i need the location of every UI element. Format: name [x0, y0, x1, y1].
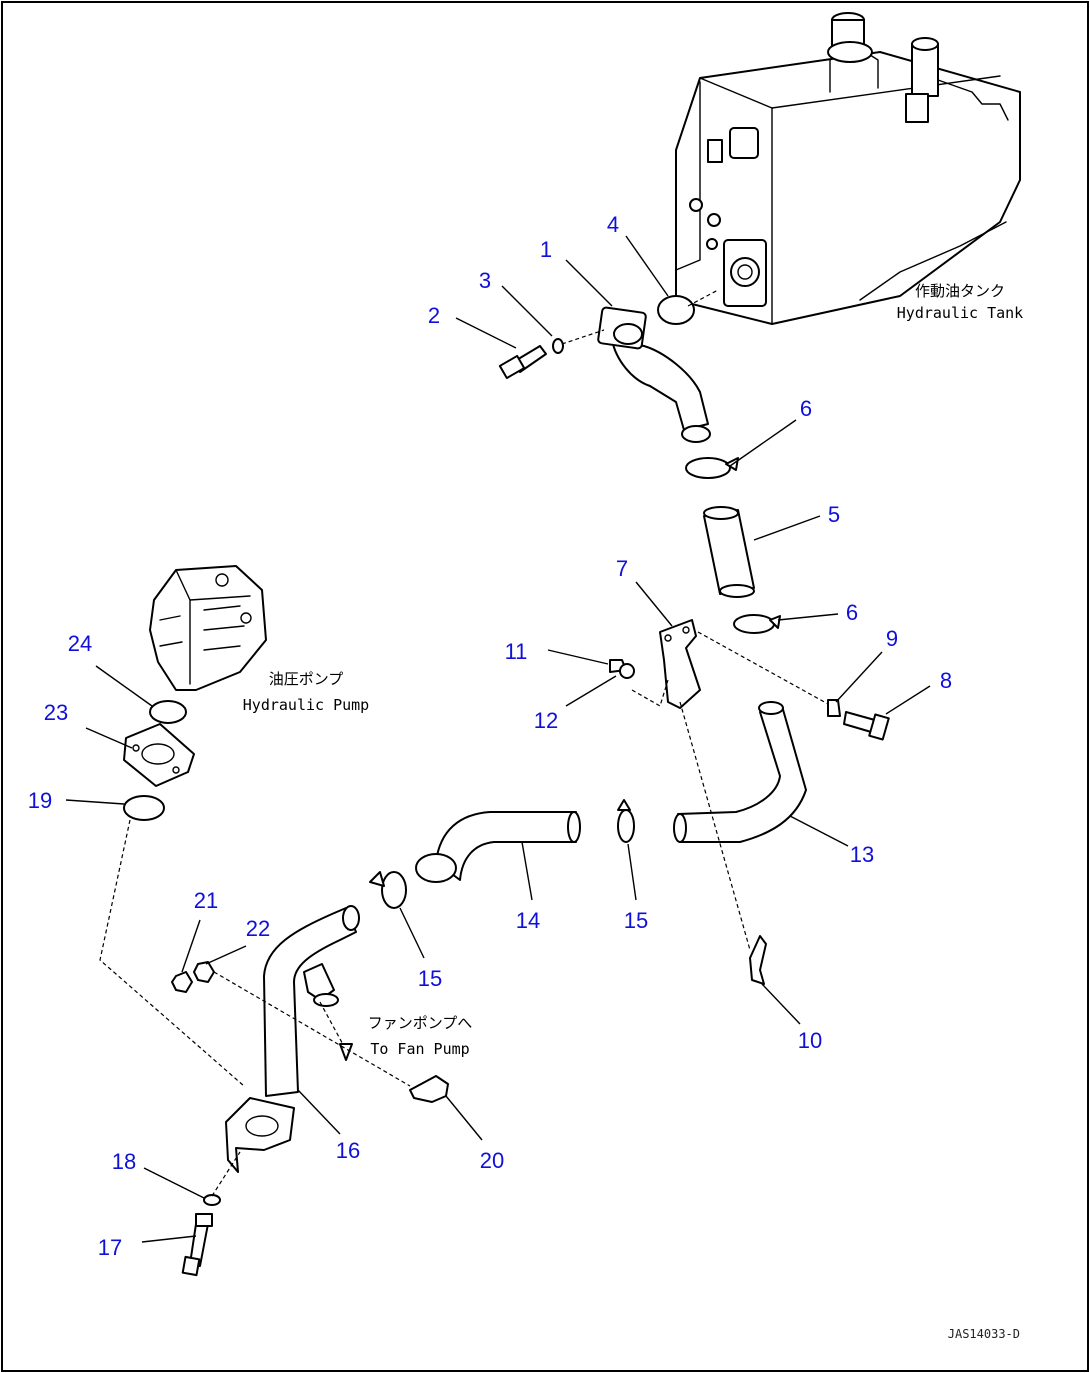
callout-18: 18: [112, 1149, 136, 1174]
hydraulic-pump: 油圧ポンプ Hydraulic Pump: [149, 565, 369, 714]
callout-24: 24: [68, 631, 92, 656]
callout-5: 5: [828, 502, 840, 527]
callout-22: 22: [246, 916, 270, 941]
drawing-code: JAS14033-D: [948, 1327, 1020, 1341]
callout-14: 14: [516, 908, 540, 933]
callout-3: 3: [479, 268, 491, 293]
part-23-flange: [123, 723, 195, 787]
callout-6-upper: 6: [800, 396, 812, 421]
part-15-clamp-lower: [369, 871, 407, 909]
assembly-line-18: [211, 1151, 241, 1197]
callout-23: 23: [44, 700, 68, 725]
part-1-tube: [597, 306, 711, 443]
callout-17: 17: [98, 1235, 122, 1260]
tank-label-jp: 作動油タンク: [915, 282, 1005, 300]
callout-4: 4: [607, 212, 619, 237]
pump-label-jp: 油圧ポンプ: [269, 670, 344, 688]
callout-15-upper: 15: [624, 908, 648, 933]
assembly-line-12: [631, 679, 669, 707]
callout-15-lower: 15: [418, 966, 442, 991]
part-14-tube: [415, 811, 581, 883]
part-8-bolt: [843, 711, 890, 741]
callouts: 1 2 3 4 5 6 6 7 8 9 10 11 12 13 14 15 15…: [28, 212, 952, 1260]
part-6-clamp-upper: [685, 457, 739, 479]
part-24-o-ring: [149, 700, 187, 724]
callout-19: 19: [28, 788, 52, 813]
part-4-o-ring: [657, 295, 695, 325]
part-18-washer: [203, 1194, 221, 1206]
callout-2: 2: [428, 303, 440, 328]
callout-6-lower: 6: [846, 600, 858, 625]
assembly-line-fan: [319, 1001, 347, 1051]
leader-lines: [65, 235, 931, 1243]
callout-21: 21: [194, 888, 218, 913]
callout-8: 8: [940, 668, 952, 693]
part-5-hose: [703, 506, 755, 598]
part-9-washer: [827, 699, 841, 717]
callout-13: 13: [850, 842, 874, 867]
part-16-pipe: [225, 905, 360, 1173]
fan-label-en: To Fan Pump: [370, 1040, 469, 1058]
part-17-bolt: [181, 1213, 213, 1277]
callout-12: 12: [534, 708, 558, 733]
part-20-clamp: [409, 1075, 449, 1103]
callout-1: 1: [540, 237, 552, 262]
part-7-bracket: [659, 619, 701, 709]
callout-9: 9: [886, 626, 898, 651]
pump-label-en: Hydraulic Pump: [243, 696, 369, 714]
callout-10: 10: [798, 1028, 822, 1053]
callout-7: 7: [616, 556, 628, 581]
part-12-washer: [619, 663, 635, 679]
hydraulic-tank: 作動油タンク Hydraulic Tank: [675, 12, 1023, 325]
part-3-washer: [552, 338, 564, 354]
part-21-nut: [171, 971, 193, 993]
callout-16: 16: [336, 1138, 360, 1163]
assembly-line-10: [679, 701, 751, 951]
part-13-tube: [673, 701, 807, 843]
assembly-line-20: [213, 971, 411, 1087]
callout-20: 20: [480, 1148, 504, 1173]
part-6-clamp-lower: [733, 614, 781, 634]
assembly-line-1: [561, 329, 605, 345]
part-10-clip: [749, 935, 767, 985]
tank-label-en: Hydraulic Tank: [897, 304, 1023, 322]
part-19-o-ring: [123, 795, 165, 821]
part-2-bolt: [498, 345, 547, 380]
assembly-line-9: [697, 631, 829, 705]
assembly-line-4: [687, 289, 719, 307]
part-22-washer: [193, 961, 215, 983]
assembly-line-19: [99, 819, 245, 1087]
callout-11: 11: [505, 639, 528, 664]
fan-pump-arrow: [339, 1043, 353, 1061]
fan-label-jp: ファンポンプへ: [368, 1014, 473, 1032]
part-15-clamp-upper: [617, 799, 635, 843]
